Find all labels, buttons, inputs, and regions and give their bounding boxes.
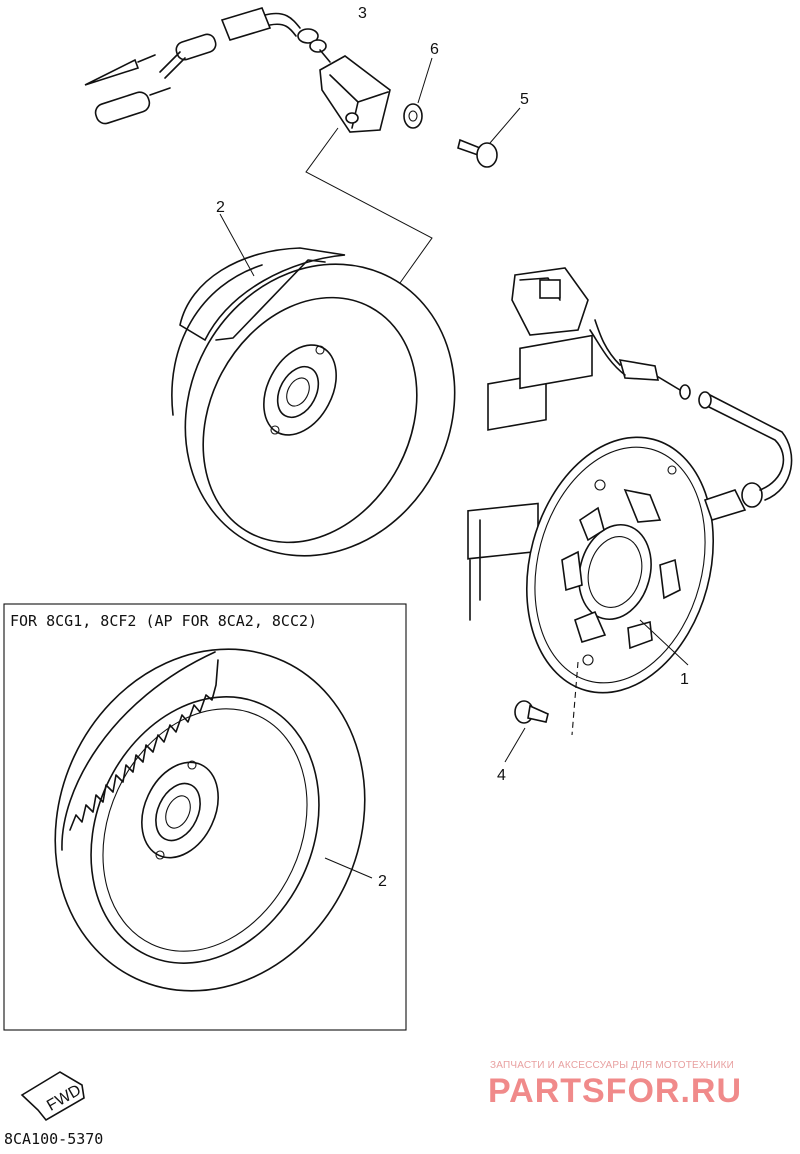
stator-screw xyxy=(504,700,549,763)
flywheel-rotor-top xyxy=(171,213,456,557)
screw xyxy=(457,107,521,168)
watermark-tagline: ЗАПЧАСТИ И АКСЕССУАРЫ ДЛЯ МОТОТЕХНИКИ xyxy=(490,1060,735,1071)
callout-2-top: 2 xyxy=(216,199,225,216)
callout-2-bottom: 2 xyxy=(378,873,387,890)
watermark-logo: PARTSFOR.RU xyxy=(488,1072,743,1110)
callout-4: 4 xyxy=(497,767,506,784)
variant-box-label: FOR 8CG1, 8CF2 (AP FOR 8CA2, 8CC2) xyxy=(10,612,317,630)
callout-5: 5 xyxy=(520,91,529,108)
callout-1: 1 xyxy=(680,671,689,688)
fwd-arrow: FWD xyxy=(20,1071,85,1122)
variant-box xyxy=(3,603,407,1031)
callout-6: 6 xyxy=(430,41,439,58)
diagram-part-code: 8CA100-5370 xyxy=(4,1130,104,1148)
flywheel-rotor-toothed xyxy=(54,648,373,992)
washer xyxy=(403,57,433,129)
pickup-coil-assembly xyxy=(84,7,433,291)
stator-assembly xyxy=(467,267,793,736)
callout-3: 3 xyxy=(358,5,367,22)
